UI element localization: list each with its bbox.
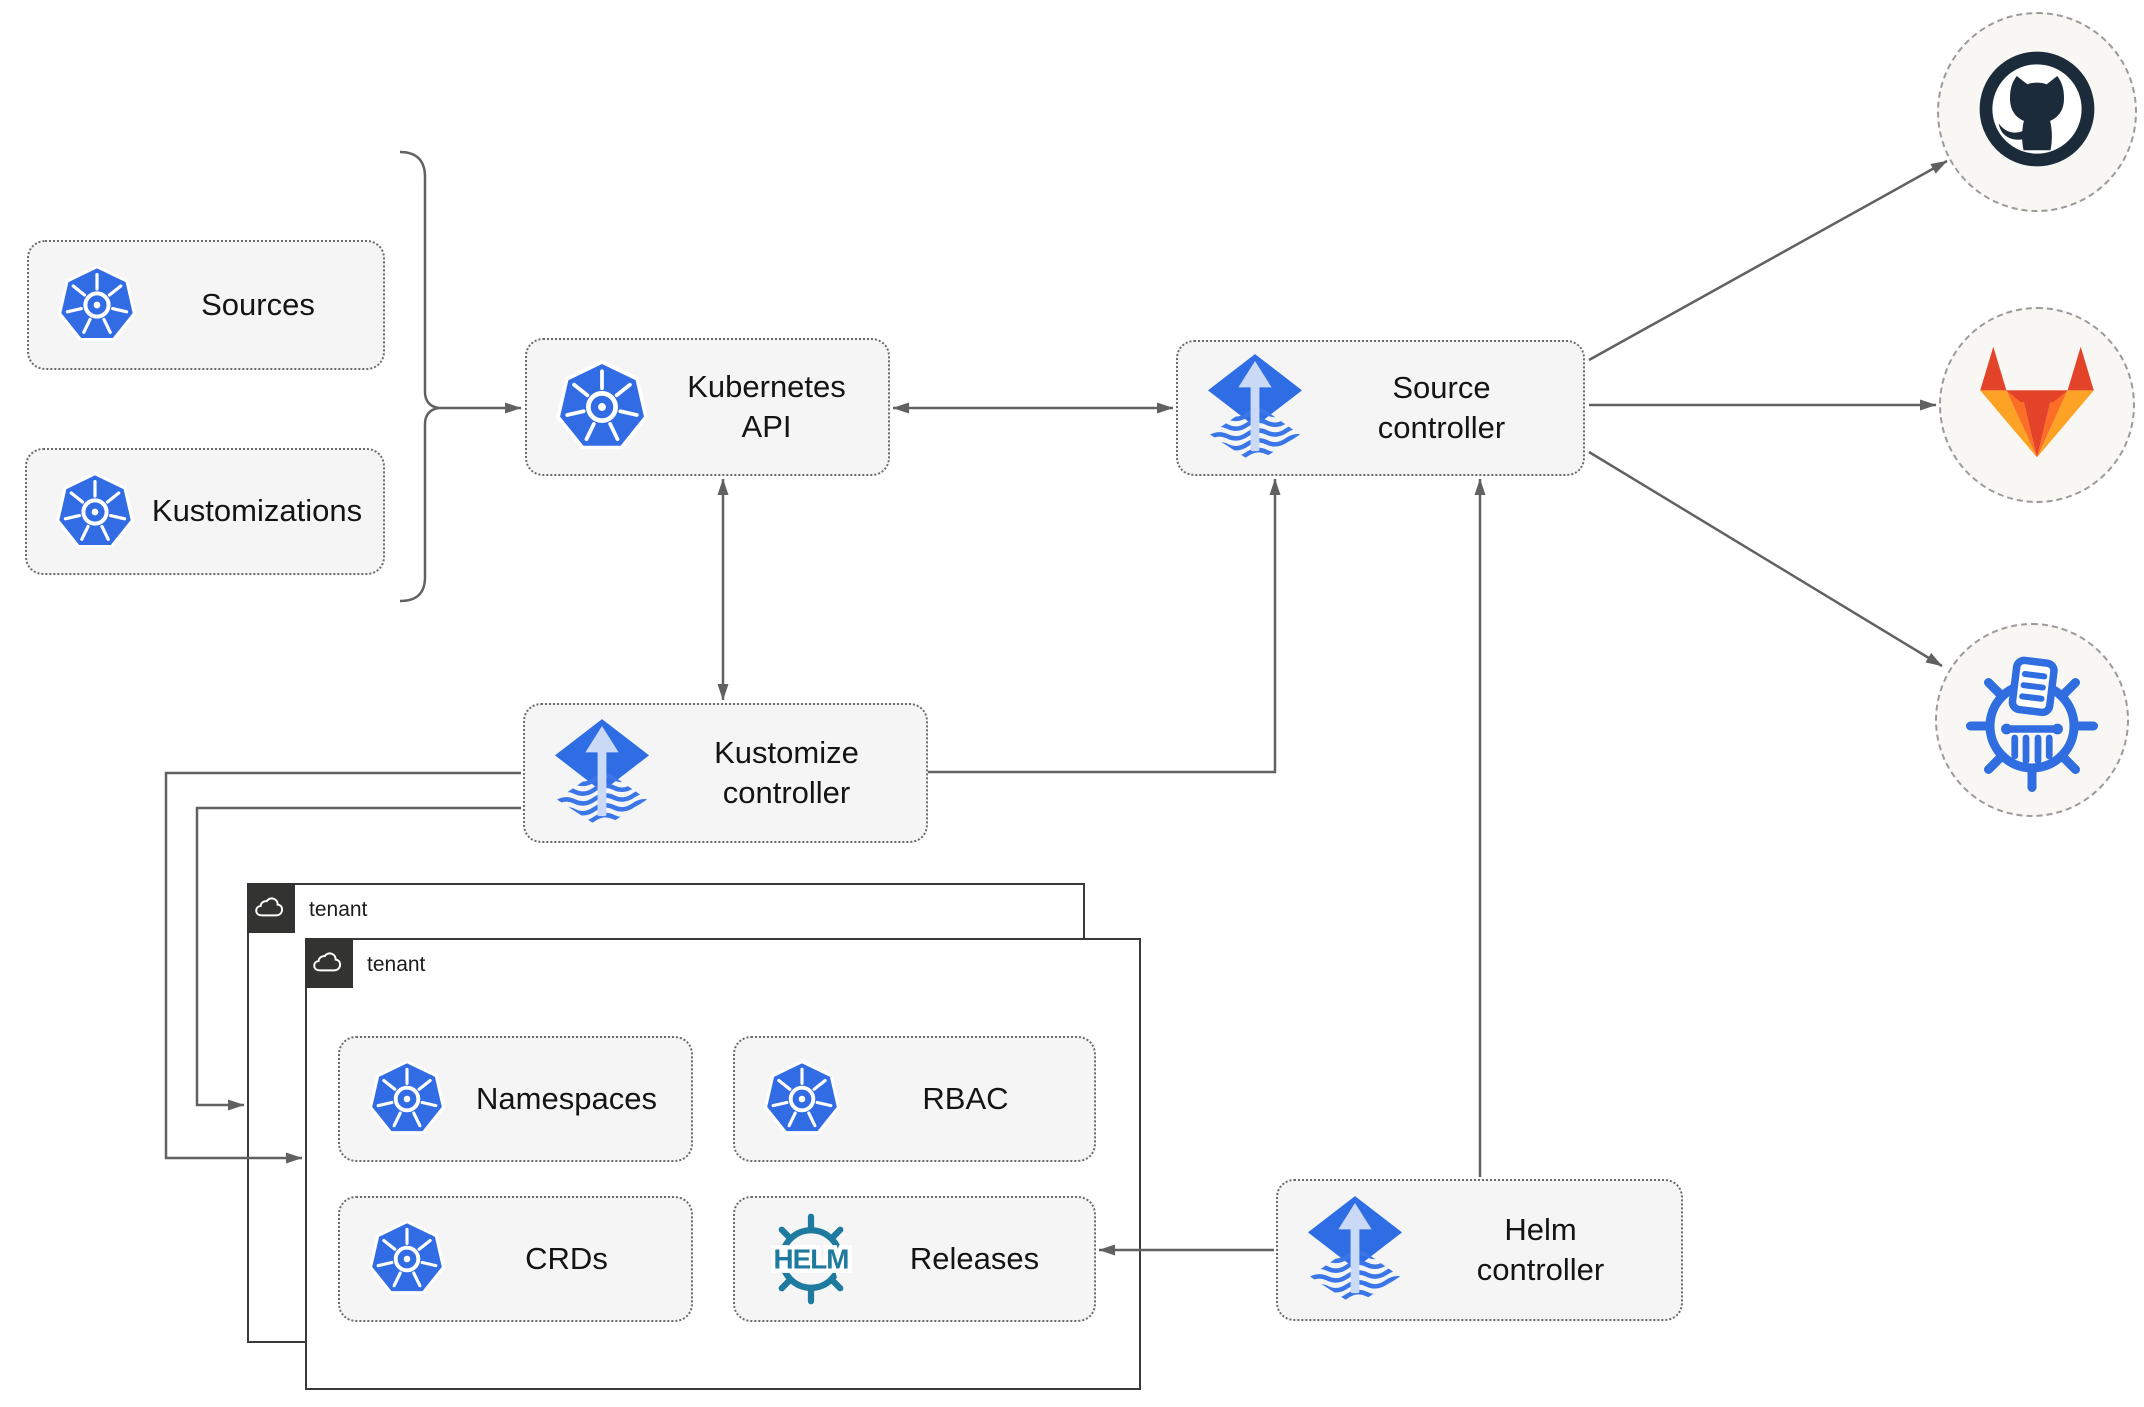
svg-text:HELM: HELM [774, 1244, 849, 1275]
tenant-corner [304, 937, 353, 988]
endpoint-registry [1935, 623, 2129, 817]
node-label: CRDs [525, 1240, 608, 1276]
node-namespaces: Namespaces [338, 1036, 693, 1162]
node-label: Helm controller [1476, 1211, 1605, 1287]
node-label: Releases [909, 1240, 1040, 1276]
node-label: Namespaces [476, 1080, 657, 1116]
edge-source-github [1588, 159, 1948, 362]
node-label: Kubernetes API [687, 368, 846, 444]
node-label: Kustomizations [151, 493, 363, 529]
node-kubernetes-api: Kubernetes API [525, 338, 890, 476]
edge-source-registry [1588, 450, 1943, 668]
kubernetes-icon [368, 1220, 446, 1295]
tenant-corner [246, 882, 295, 933]
node-rbac: RBAC [733, 1036, 1096, 1162]
gitlab-icon [1980, 346, 2094, 458]
tenant-box-front: tenant [304, 937, 1141, 1390]
flux-icon [554, 719, 650, 826]
chart-registry-icon [1966, 656, 2098, 792]
tenant-label: tenant [367, 953, 426, 976]
node-releases: HELM Releases [733, 1196, 1096, 1322]
kubernetes-icon [57, 265, 137, 342]
endpoint-github [1937, 12, 2137, 212]
endpoint-gitlab [1939, 307, 2135, 503]
node-source-controller: Source controller [1176, 340, 1585, 476]
github-icon [1979, 51, 2095, 167]
tenant-label: tenant [309, 898, 368, 921]
node-kustomizations: Kustomizations [25, 448, 385, 575]
cloud-icon [312, 951, 341, 971]
brace [399, 150, 440, 603]
flux-icon [1207, 354, 1303, 461]
node-kustomize-controller: Kustomize controller [523, 703, 928, 843]
node-label: Sources [201, 286, 315, 322]
node-helm-controller: Helm controller [1276, 1179, 1683, 1321]
flux-icon [1307, 1196, 1403, 1303]
node-sources: Sources [27, 240, 385, 370]
edge-kustomize-source [928, 478, 1281, 774]
kubernetes-icon [55, 471, 135, 548]
node-label: RBAC [922, 1080, 1009, 1116]
kubernetes-icon [763, 1060, 841, 1135]
node-label: Kustomize controller [714, 734, 859, 810]
node-label: Source controller [1377, 369, 1506, 445]
kubernetes-icon [368, 1060, 446, 1135]
helm-logo-icon: HELM [769, 1213, 854, 1305]
kubernetes-icon [555, 360, 649, 450]
cloud-icon [254, 896, 283, 916]
node-crds: CRDs [338, 1196, 693, 1322]
